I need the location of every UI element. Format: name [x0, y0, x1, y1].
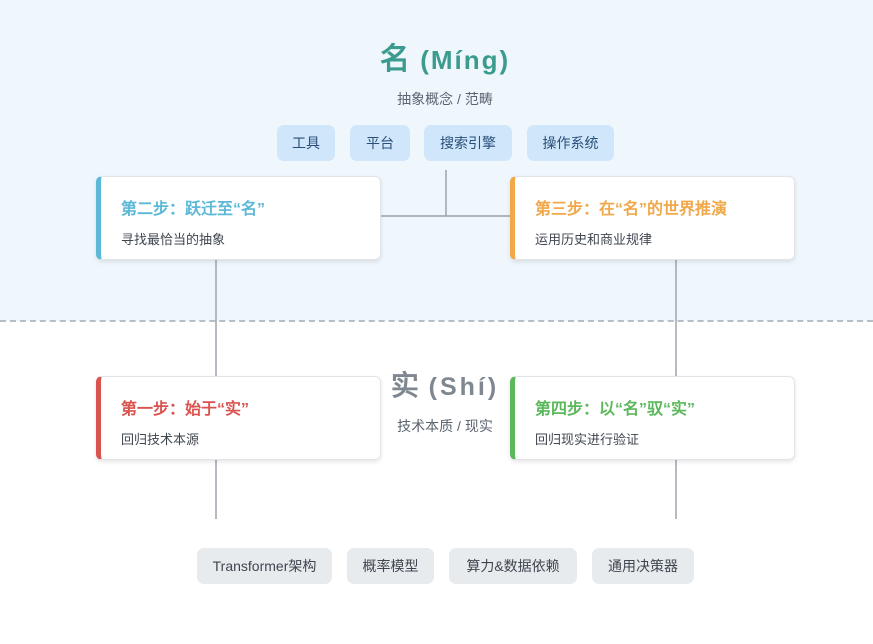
shi-chip-transformer: Transformer架构: [197, 548, 332, 584]
ming-shi-divider: [0, 320, 873, 322]
shi-chip-general-decider: 通用决策器: [592, 548, 694, 584]
step1-description: 回归技术本源: [121, 432, 200, 447]
step2-card: 第二步：跃迁至“名” 寻找最恰当的抽象: [96, 176, 381, 260]
step2-description: 寻找最恰当的抽象: [121, 232, 226, 247]
ming-title: 名 (Míng): [0, 34, 873, 78]
shi-title: 实 (Shí): [0, 364, 873, 404]
step3-card: 第三步：在“名”的世界推演 运用历史和商业规律: [510, 176, 795, 260]
step4-card: 第四步：以“名”驭“实” 回归现实进行验证: [510, 376, 795, 460]
step4-description: 回归现实进行验证: [535, 432, 640, 447]
step2-title: 第二步：跃迁至“名”: [121, 201, 266, 218]
ming-chip-tools: 工具: [277, 125, 335, 161]
ming-chip-operating-system: 操作系统: [527, 125, 614, 161]
ming-subtitle: 抽象概念 / 范畴: [397, 91, 493, 107]
ming-pinyin: (Míng): [420, 45, 511, 75]
shi-subtitle: 技术本质 / 现实: [397, 418, 493, 434]
shi-chip-compute-data: 算力&数据依赖: [449, 548, 577, 584]
shi-pinyin: (Shí): [428, 373, 500, 401]
step4-title: 第四步：以“名”驭“实”: [535, 401, 696, 418]
step3-title: 第三步：在“名”的世界推演: [535, 201, 728, 218]
step1-card: 第一步：始于“实” 回归技术本源: [96, 376, 381, 460]
step3-description: 运用历史和商业规律: [535, 232, 653, 247]
ming-chip-search-engine: 搜索引擎: [424, 125, 512, 161]
ming-char: 名: [379, 43, 411, 76]
shi-char: 实: [390, 370, 420, 401]
step1-title: 第一步：始于“实”: [121, 401, 250, 418]
shi-chip-probability-model: 概率模型: [347, 548, 434, 584]
ming-chip-platform: 平台: [350, 125, 410, 161]
